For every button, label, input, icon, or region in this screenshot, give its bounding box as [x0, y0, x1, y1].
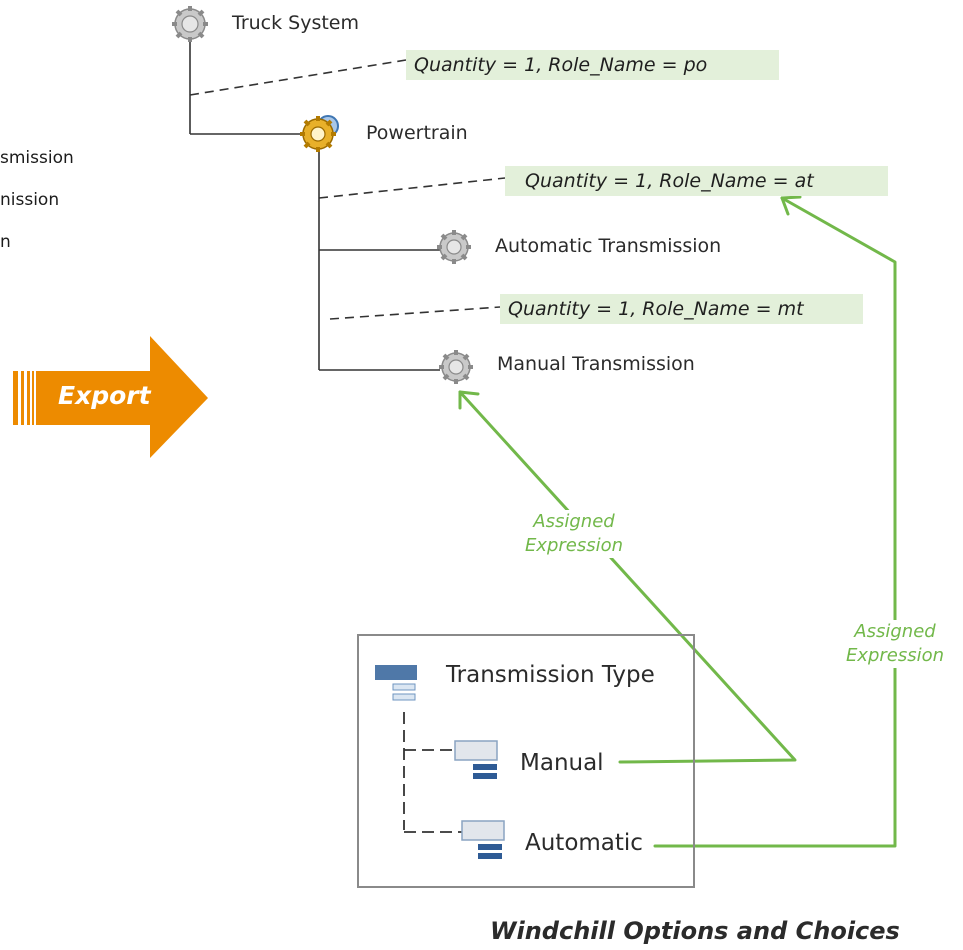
annotation-at: Quantity = 1, Role_Name = at [505, 166, 888, 196]
export-label: Export [58, 381, 151, 410]
annotation-dash-lines [189, 59, 506, 320]
tree-node-powertrain: Powertrain [366, 122, 468, 144]
gear-icon-truck [172, 6, 208, 42]
options-box [357, 634, 695, 888]
annotation-po: Quantity = 1, Role_Name = po [406, 50, 779, 80]
options-tree-lines [403, 712, 462, 833]
assigned-expression-label-left: Assigned Expression [518, 510, 630, 558]
tree-lines [189, 42, 440, 371]
choice-automatic: Automatic [525, 830, 643, 856]
tree-node-automatic-transmission: Automatic Transmission [495, 235, 722, 257]
gear-assembly-icon-powertrain [300, 115, 339, 152]
option-icon [375, 665, 417, 701]
annotation-mt: Quantity = 1, Role_Name = mt [500, 294, 863, 324]
cutoff-item-1: smission [0, 148, 74, 168]
assigned-expression-label-right: Assigned Expression [834, 620, 956, 668]
export-arrow [13, 336, 208, 458]
option-transmission-type: Transmission Type [446, 662, 655, 688]
cutoff-item-3: n [0, 232, 11, 252]
diagram-caption: Windchill Options and Choices [490, 917, 900, 945]
choice-icon-automatic [461, 820, 505, 859]
choice-manual: Manual [520, 750, 604, 776]
tree-node-manual-transmission: Manual Transmission [497, 353, 695, 375]
cutoff-item-2: nission [0, 190, 60, 210]
choice-icon-manual [454, 740, 498, 779]
gear-icon-manual [439, 350, 473, 384]
tree-node-truck-system: Truck System [232, 12, 360, 34]
gear-icon-auto [437, 230, 471, 264]
